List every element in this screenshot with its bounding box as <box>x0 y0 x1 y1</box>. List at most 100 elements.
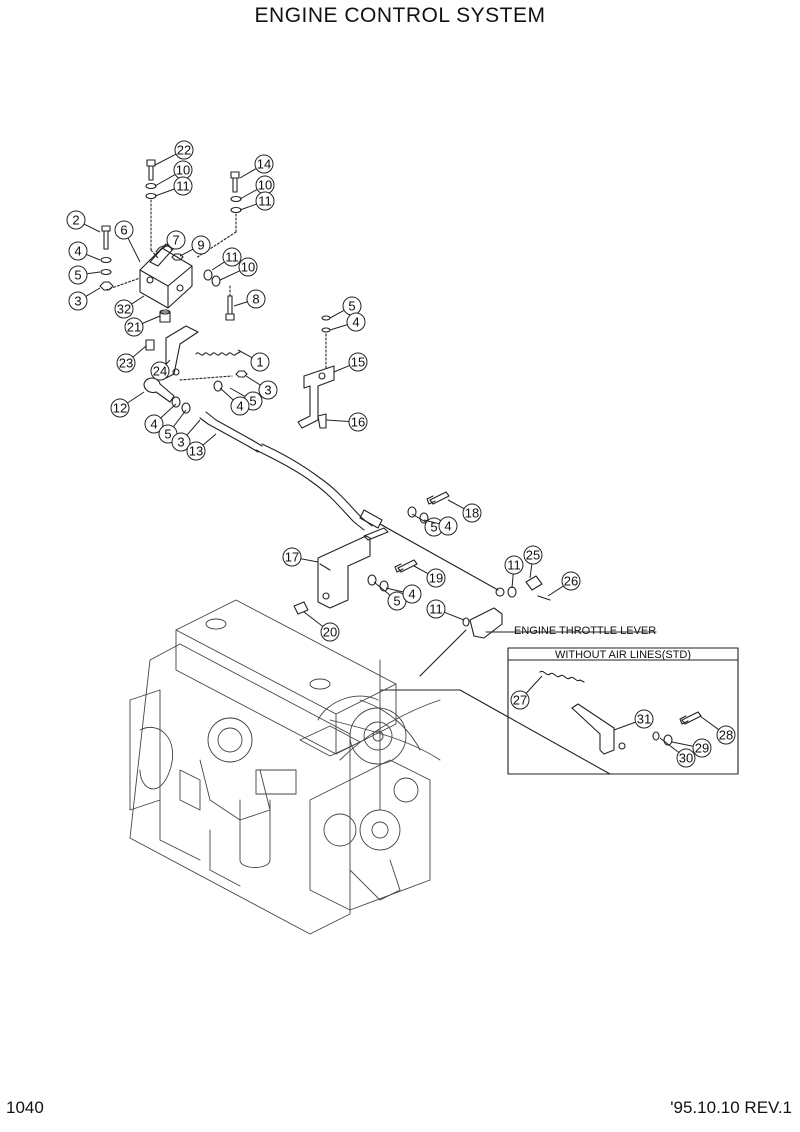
callout-number: 4 <box>352 315 359 330</box>
callout-number: 29 <box>695 741 709 756</box>
callout-31: 31 <box>613 709 654 731</box>
callout-leader <box>325 419 350 422</box>
callout-number: 10 <box>241 260 255 275</box>
callout-circle <box>238 257 258 277</box>
callout-circle <box>186 441 206 461</box>
callout-13: 13 <box>186 433 217 461</box>
callout-circle <box>348 352 368 372</box>
callout-circle <box>124 317 144 337</box>
callout-28: 28 <box>699 715 736 745</box>
callout-number: 10 <box>258 178 272 193</box>
callout-11e: 11 <box>426 599 465 621</box>
callout-number: 17 <box>285 550 299 565</box>
callout-leader <box>385 587 404 593</box>
callout-number: 4 <box>236 399 243 414</box>
callout-circle <box>150 361 170 381</box>
callout-number: 11 <box>429 602 443 617</box>
callout-number: 14 <box>257 157 271 172</box>
callout-8: 8 <box>233 289 266 309</box>
callout-5f: 5 <box>373 581 407 611</box>
callout-circle <box>66 210 86 230</box>
callout-leader <box>179 248 194 257</box>
callout-number: 5 <box>348 299 355 314</box>
callout-leader <box>300 558 319 563</box>
callout-leader <box>329 324 348 331</box>
callout-leader <box>511 573 514 589</box>
callout-number: 26 <box>564 574 578 589</box>
callout-leader <box>86 271 101 275</box>
callout-leader <box>160 403 177 419</box>
callout-circle <box>523 545 543 565</box>
callout-number: 6 <box>120 223 127 238</box>
revision-date: '95.10.10 REV.1 <box>670 1098 792 1117</box>
callout-number: 20 <box>323 625 337 640</box>
callout-5b: 5 <box>329 296 362 319</box>
callout-circle <box>255 191 275 211</box>
callout-circle <box>222 247 242 267</box>
callout-circle <box>68 241 88 261</box>
callout-number: 4 <box>408 587 415 602</box>
callout-circle <box>402 584 422 604</box>
without-air-lines-label: WITHOUT AIR LINES(STD) <box>555 649 691 661</box>
callout-leader <box>211 261 225 271</box>
callout-leader <box>303 611 324 627</box>
callout-leader <box>86 253 101 261</box>
callout-4e: 4 <box>423 516 458 536</box>
callout-11a: 11 <box>154 176 193 197</box>
callout-number: 16 <box>351 415 365 430</box>
callout-11d: 11 <box>504 555 524 589</box>
callout-leader <box>329 309 345 319</box>
callout-number: 28 <box>719 728 733 743</box>
callout-number: 10 <box>176 163 190 178</box>
callout-number: 11 <box>176 179 190 194</box>
callout-number: 15 <box>351 355 365 370</box>
page-title: ENGINE CONTROL SYSTEM <box>254 4 546 27</box>
callout-leader <box>373 581 391 596</box>
callout-12: 12 <box>110 391 145 418</box>
callout-number: 11 <box>258 194 272 209</box>
callout-circle <box>504 555 524 575</box>
page-number: 1040 <box>6 1098 44 1117</box>
callout-circle <box>173 176 193 196</box>
callout-number: 5 <box>430 520 437 535</box>
callout-20: 20 <box>303 611 340 642</box>
callout-30: 30 <box>659 737 696 768</box>
callout-3c: 3 <box>171 419 201 452</box>
callout-circle <box>246 289 266 309</box>
callout-circle <box>346 312 366 332</box>
callout-number: 5 <box>393 594 400 609</box>
callout-number: 1 <box>256 355 263 370</box>
callout-circle <box>166 230 186 250</box>
callout-leader <box>172 409 187 428</box>
callout-leader <box>529 563 533 579</box>
callout-4c: 4 <box>219 387 250 416</box>
callout-number: 5 <box>164 427 171 442</box>
callout-number: 12 <box>113 401 127 416</box>
callout-24: 24 <box>150 359 171 381</box>
cable-bracket <box>297 315 335 429</box>
callout-leader <box>186 419 201 436</box>
callout-32: 32 <box>114 295 145 319</box>
callout-4a: 4 <box>68 241 101 261</box>
callout-number: 24 <box>153 364 167 379</box>
callout-7: 7 <box>159 230 186 251</box>
callout-circle <box>426 599 446 619</box>
callout-19: 19 <box>413 565 446 588</box>
callout-circle <box>116 353 136 373</box>
callout-number: 3 <box>264 383 271 398</box>
callout-1: 1 <box>237 349 270 372</box>
callout-leader <box>127 391 145 404</box>
callout-circle <box>171 432 191 452</box>
callout-leader <box>245 375 261 386</box>
callout-circle <box>174 140 194 160</box>
callout-circle <box>68 291 88 311</box>
callout-number: 25 <box>526 548 540 563</box>
callout-leader <box>547 585 564 597</box>
callout-number: 18 <box>465 506 479 521</box>
callout-leader <box>233 301 248 307</box>
callout-6: 6 <box>114 220 141 263</box>
callout-15: 15 <box>333 352 368 373</box>
callout-number: 23 <box>119 356 133 371</box>
callout-leader <box>165 359 171 365</box>
callout-2: 2 <box>66 210 101 233</box>
